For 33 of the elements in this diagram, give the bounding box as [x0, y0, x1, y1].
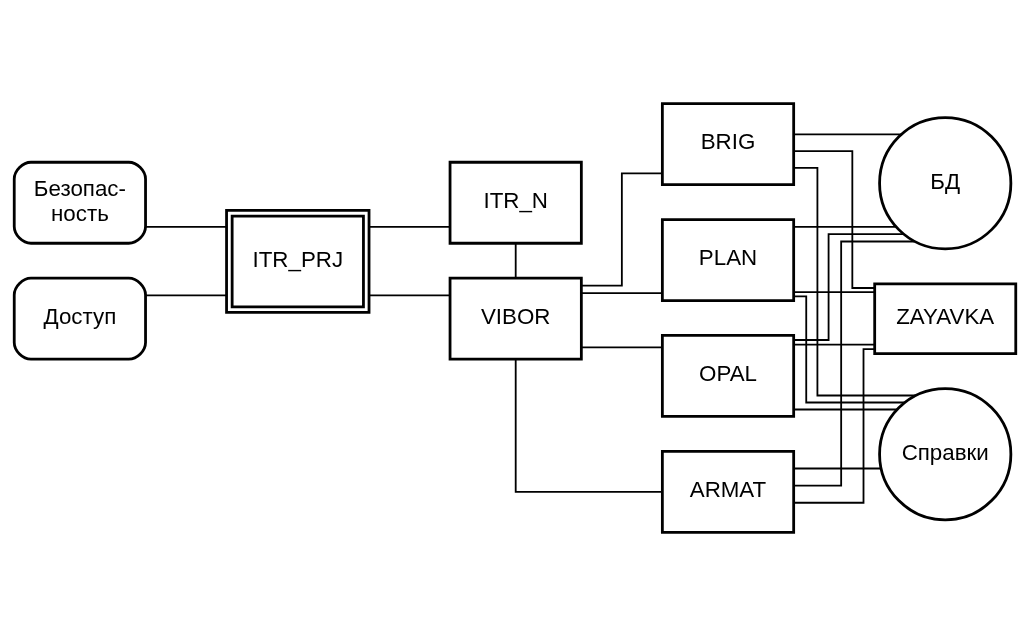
node-box: Доступ	[12, 276, 147, 361]
connector	[792, 240, 916, 487]
connector	[580, 345, 663, 348]
connector	[792, 290, 876, 293]
connector	[792, 347, 876, 504]
connector	[792, 149, 876, 289]
connector	[792, 294, 906, 403]
node-box: ZAYAVKA	[873, 281, 1018, 355]
connector	[792, 467, 882, 469]
connector	[793, 232, 905, 341]
connector	[792, 343, 876, 345]
node-circle: БД	[878, 115, 1013, 250]
connector	[792, 225, 897, 228]
node-box: ARMAT	[660, 449, 796, 534]
node-box: BRIG	[660, 101, 796, 186]
connector	[792, 132, 902, 135]
node-circle: Справки	[878, 386, 1013, 521]
connector	[580, 291, 663, 294]
connector	[368, 225, 451, 228]
connector	[368, 293, 451, 296]
connector	[144, 225, 228, 228]
connector	[144, 293, 228, 296]
node-box: OPAL	[660, 333, 796, 418]
node-box: PLAN	[660, 217, 796, 302]
connector	[514, 357, 663, 493]
connector	[514, 241, 517, 279]
node-box: ITR_PRJ	[225, 208, 371, 314]
node-box: Безопас- ность	[12, 160, 147, 245]
connector	[580, 172, 663, 287]
connector	[792, 408, 898, 410]
node-box: ITR_N	[448, 160, 583, 245]
connector	[793, 166, 917, 396]
node-box: VIBOR	[448, 276, 583, 361]
